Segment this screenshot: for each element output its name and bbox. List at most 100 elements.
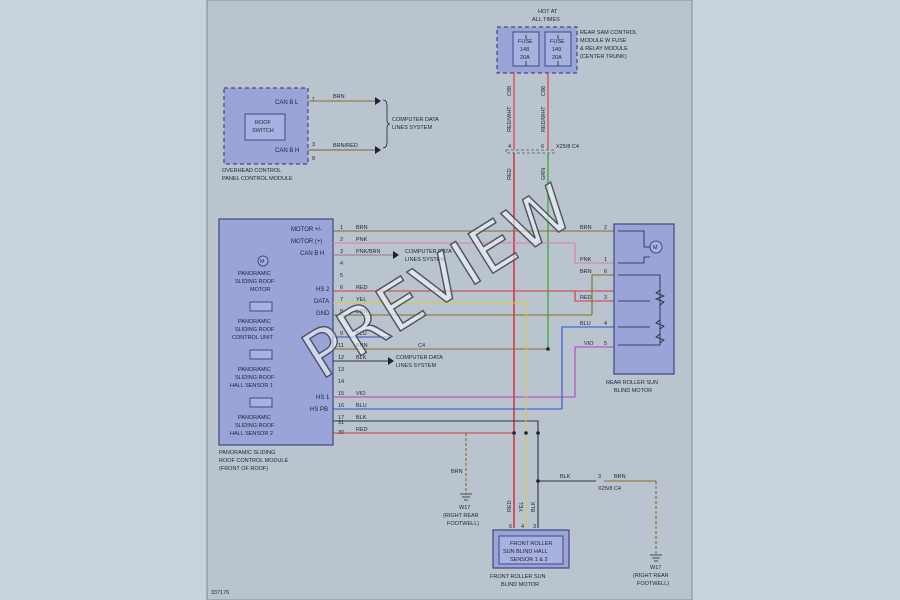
ground-left-wire: BRN: [451, 469, 463, 475]
rear-sam-name-4: (CENTER TRUNK): [580, 54, 627, 60]
can-system-2: LINES SYSTEM: [405, 257, 445, 263]
front-motor-name-2: BLIND MOTOR: [501, 582, 539, 588]
ground-right-symbol: [650, 554, 662, 562]
ground-right-loc-1: (RIGHT REAR: [633, 573, 669, 579]
overhead-system-1: COMPUTER DATA: [392, 117, 439, 123]
hall-sensor-1-icon: [249, 349, 273, 360]
main-module-name-1: PANORAMIC SLIDING: [219, 450, 275, 456]
ground-right-splice: X25/8 C4: [598, 486, 621, 492]
wl-blk-17: BLK: [356, 415, 367, 421]
pin-label-motor-pm: MOTOR +/-: [291, 227, 322, 233]
pin-label-hs-pb: HS PB: [310, 407, 328, 413]
rear-wire-red-3: RED: [580, 295, 592, 301]
pin-num-3: 3: [340, 249, 343, 255]
wire-pnk-motor-jog: [574, 243, 614, 264]
fuse-149-number: 149: [552, 47, 561, 53]
comp-motor-1: PANORAMIC: [238, 271, 271, 277]
wire-label-red-lower: RED: [507, 168, 513, 180]
comp-hall1-1: PANORAMIC: [238, 367, 271, 373]
rear-motor-pins: 2 1 6 3 4 5 BRN PNK BRN RED BLU VIO: [580, 225, 607, 347]
front-pin-3: 3: [533, 524, 536, 530]
rear-motor-internal-1: [618, 230, 650, 264]
rear-pin-4: 4: [604, 321, 607, 327]
all-times-label: ALL TIMES: [532, 17, 560, 23]
pin-num-12: 12: [338, 355, 344, 361]
pin-label-data: DATA: [314, 299, 329, 305]
pin-num-15: 15: [338, 391, 344, 397]
hall-sensor-2-icon: [249, 397, 273, 408]
splice-dot-1: [512, 431, 516, 435]
wire-label-brn-can-l: BRN: [333, 94, 345, 100]
wire-blk-17: [333, 420, 539, 528]
main-module-name-2: ROOF CONTROL MODULE: [219, 458, 288, 464]
rear-pin-6: 6: [604, 269, 607, 275]
arrow-can-main: [393, 251, 399, 259]
roof-motor-icon-m: M: [260, 259, 265, 265]
comp-hall2-1: PANORAMIC: [238, 415, 271, 421]
pin-num-14: 14: [338, 379, 344, 385]
arrow-can-b-h: [375, 146, 381, 154]
ground-left-symbol: [460, 493, 472, 501]
comp-control-3: CONTROL UNIT: [232, 335, 274, 341]
front-hall-sensor-box: [498, 535, 564, 565]
rear-pin-3: 3: [604, 295, 607, 301]
front-pin-6: 6: [509, 524, 512, 530]
front-inner-1: FRONT ROLLER: [510, 541, 552, 547]
pin-num-4: 4: [340, 261, 343, 267]
rear-pin-2: 2: [604, 225, 607, 231]
control-unit-icon: [249, 301, 273, 312]
rear-pin-1: 1: [604, 257, 607, 263]
arrow-can-main-2: [388, 357, 394, 365]
wl-red-6: RED: [356, 285, 368, 291]
ground-right-pin: 3: [598, 474, 601, 480]
wl-pnk-brn-3: PNK/BRN: [356, 249, 380, 255]
pin-num-1: 1: [340, 225, 343, 231]
front-pin-4: 4: [521, 524, 524, 530]
overhead-pin-can-b-h: CAN B H: [275, 148, 299, 154]
wl-yel-7: YEL: [356, 297, 366, 303]
pin-num-5: 5: [340, 273, 343, 279]
front-inner-3: SENSOR 1 & 2: [510, 557, 548, 563]
rear-motor-name-2: BLIND MOTOR: [614, 388, 652, 394]
fuse-149-label: FUSE: [550, 39, 565, 45]
splice-c4-main: C4: [418, 343, 425, 349]
can-system-1: COMPUTER DATA: [405, 249, 452, 255]
overhead-name-2: PANEL CONTROL MODULE: [222, 176, 293, 182]
rear-motor-internal-pot: [618, 274, 661, 346]
hot-at-label: HOT AT: [538, 9, 558, 15]
pin-num-2: 2: [340, 237, 343, 243]
roof-switch-label-2: SWITCH: [252, 128, 274, 134]
rear-roller-blind-motor: [613, 223, 675, 375]
roof-switch-label-1: ROOF: [255, 120, 272, 126]
pin-num-9: 9: [340, 331, 343, 337]
overhead-pin-3: 3: [312, 142, 315, 148]
wire-label-red-wht-right: RED/WHT: [541, 106, 547, 132]
ground-right-loc-2: FOOTWELL): [637, 581, 669, 587]
wire-brn-gnd-up: [591, 274, 614, 315]
front-wire-blk: BLK: [531, 501, 537, 512]
splice-dot-2: [524, 431, 528, 435]
pin-num-16: 16: [338, 403, 344, 409]
rear-wire-brn-2: BRN: [580, 225, 592, 231]
comp-motor-3: MOTOR: [250, 287, 270, 293]
main-module-name-3: (FRONT OF ROOF): [219, 466, 268, 472]
comp-hall1-3: HALL SENSOR 1: [230, 383, 273, 389]
fuse-149-amps: 20A: [552, 55, 562, 61]
wl-red-30: RED: [356, 427, 368, 433]
overhead-pin-1: 1: [312, 97, 315, 103]
pin-label-can-b-h: CAN B H: [300, 251, 324, 257]
ground-right-wire: BRN: [614, 474, 626, 480]
pin-num-6: 6: [340, 285, 343, 291]
fuse-148-number: 148: [520, 47, 529, 53]
front-inner-2: SUN BLIND HALL: [503, 549, 548, 555]
pin-c86-label: C86: [541, 86, 547, 96]
wl-brn-8: BRN: [356, 309, 368, 315]
wl-brn-1: BRN: [356, 225, 368, 231]
ground-right-name: W17: [650, 565, 661, 571]
splice-dot-3: [536, 431, 540, 435]
rear-wire-brn-6: BRN: [580, 269, 592, 275]
splice-pin-6: 6: [541, 144, 544, 150]
ground-left-name: W17: [459, 505, 470, 511]
wire-blu-up: [561, 326, 614, 409]
